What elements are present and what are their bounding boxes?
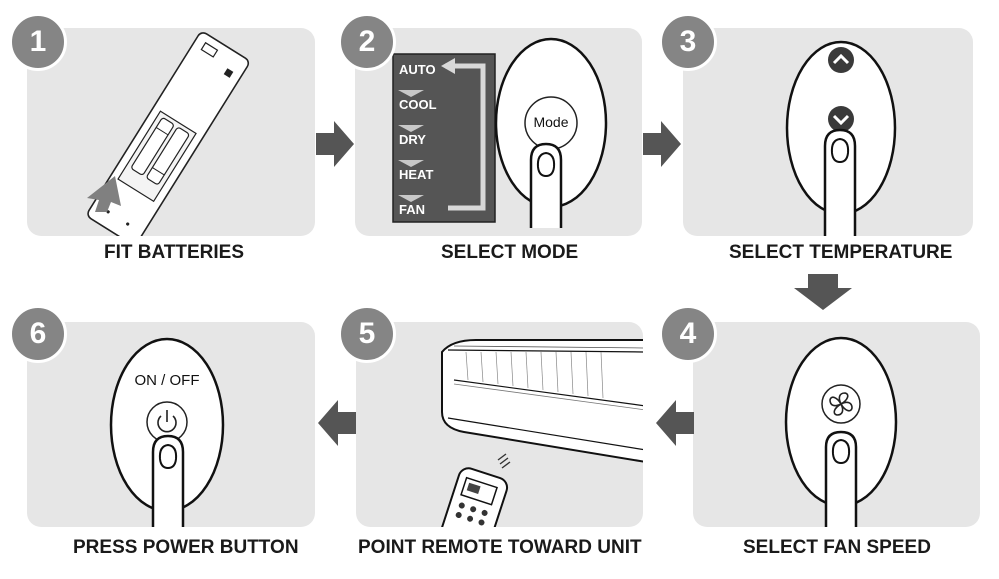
remote-battery-icon [87,32,250,236]
step-2-caption: SELECT MODE [441,242,579,263]
step-3-panel [683,28,973,236]
step-5-panel [356,322,643,527]
step-6-panel: ON / OFF [27,322,315,527]
air-conditioner-unit-icon [438,339,643,527]
mode-item-dry: DRY [399,132,426,147]
power-button-art [109,337,225,527]
step-5-number-badge: 5 [338,305,396,363]
step-5-caption: POINT REMOTE TOWARD UNIT [358,537,642,558]
arrow-step5-to-step6 [318,400,356,446]
step-4-caption: SELECT FAN SPEED [743,537,931,558]
fan-icon [829,392,853,416]
mode-item-heat: HEAT [399,167,434,182]
step-1-panel [27,28,315,236]
arrow-step3-to-step4 [794,274,852,310]
step-6-caption: PRESS POWER BUTTON [73,537,299,558]
step-3-caption: SELECT TEMPERATURE [729,242,953,263]
step-3-number-badge: 3 [659,13,717,71]
arrow-step2-to-step3 [643,121,681,167]
step-2-number-badge: 2 [338,13,396,71]
power-button-label: ON / OFF [134,372,200,389]
power-icon [157,410,177,433]
step-1-number-badge: 1 [9,13,67,71]
fan-speed-art [784,336,898,527]
mode-item-auto: AUTO [399,62,436,77]
temperature-up-down-icon [785,40,897,236]
mode-button-label: Mode [533,114,569,130]
mode-panel-art [392,37,608,228]
mode-item-cool: COOL [399,97,437,112]
step-4-panel [693,322,980,527]
mode-item-fan: FAN [399,202,425,217]
arrow-step1-to-step2 [316,121,354,167]
step-4-number-badge: 4 [659,305,717,363]
arrow-step4-to-step5 [656,400,694,446]
step-6-number-badge: 6 [9,305,67,363]
step-2-panel: AUTO COOL DRY HEAT FAN Mode [355,28,642,236]
step-1-caption: FIT BATTERIES [104,242,245,263]
